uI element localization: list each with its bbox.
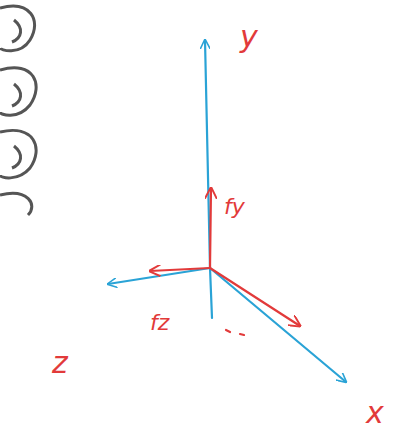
spring-sketch bbox=[0, 6, 36, 215]
axis-label: x bbox=[366, 398, 384, 428]
force-arrows bbox=[150, 188, 300, 335]
axis-lines bbox=[108, 40, 346, 382]
force-label: fz bbox=[150, 312, 169, 334]
axis-label: z bbox=[52, 348, 68, 378]
axis-label: y bbox=[240, 22, 258, 52]
force-label: fy bbox=[224, 196, 245, 218]
